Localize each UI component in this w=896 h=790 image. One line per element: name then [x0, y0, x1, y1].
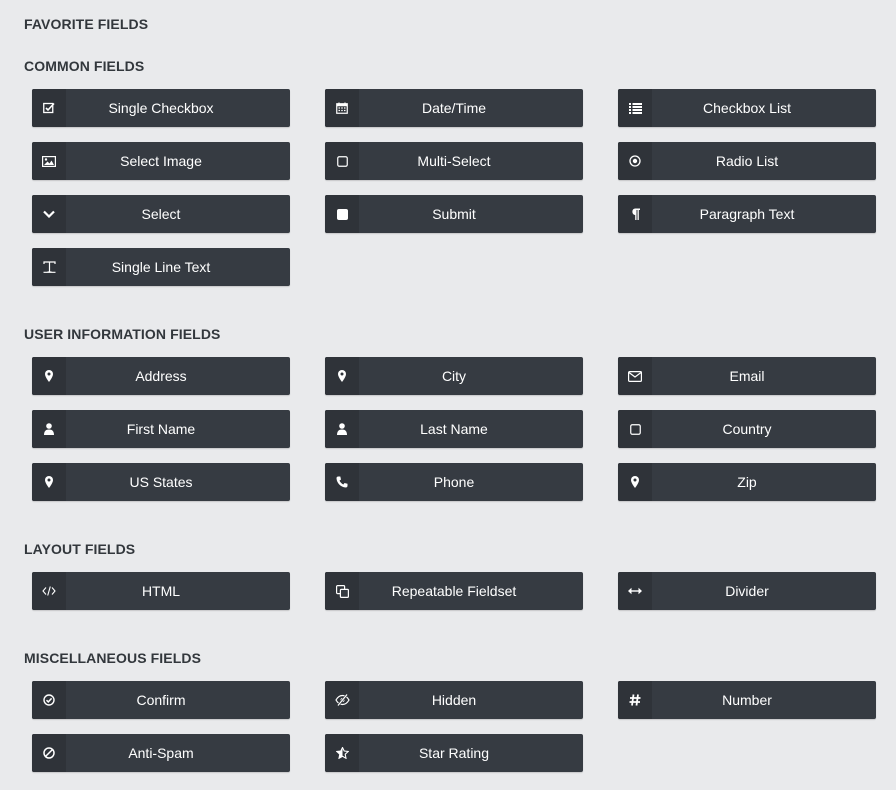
text-cursor-icon [32, 248, 66, 286]
field-button-city[interactable]: City [325, 357, 583, 395]
checkbox-checked-icon [32, 89, 66, 127]
eye-slash-icon [325, 681, 359, 719]
field-button-label: Country [722, 421, 772, 437]
field-button-phone[interactable]: Phone [325, 463, 583, 501]
section-title-common-fields: COMMON FIELDS [24, 58, 145, 74]
field-button-confirm[interactable]: Confirm [32, 681, 290, 719]
hash-icon [618, 681, 652, 719]
field-button-label: First Name [126, 421, 196, 437]
envelope-icon [618, 357, 652, 395]
field-button-address[interactable]: Address [32, 357, 290, 395]
field-button-star-rating[interactable]: Star Rating [325, 734, 583, 772]
field-button-multi-select[interactable]: Multi-Select [325, 142, 583, 180]
map-pin-icon [32, 357, 66, 395]
field-button-label: Confirm [136, 692, 186, 708]
field-button-country[interactable]: Country [618, 410, 876, 448]
square-outline-icon [325, 142, 359, 180]
field-button-label: Last Name [420, 421, 488, 437]
field-button-checkbox-list[interactable]: Checkbox List [618, 89, 876, 127]
map-pin-icon [618, 463, 652, 501]
check-circle-icon [32, 681, 66, 719]
field-button-label: Multi-Select [417, 153, 491, 169]
star-half-icon [325, 734, 359, 772]
field-button-last-name[interactable]: Last Name [325, 410, 583, 448]
field-button-label: Date/Time [421, 100, 487, 116]
field-button-label: Select [141, 206, 181, 222]
field-button-label: Single Checkbox [108, 100, 214, 116]
square-outline-icon [618, 410, 652, 448]
field-button-zip[interactable]: Zip [618, 463, 876, 501]
field-button-label: Star Rating [418, 745, 490, 761]
section-title-miscellaneous-fields: MISCELLANEOUS FIELDS [24, 650, 202, 666]
pilcrow-icon [618, 195, 652, 233]
field-button-single-checkbox[interactable]: Single Checkbox [32, 89, 290, 127]
calendar-icon [325, 89, 359, 127]
field-button-label: Anti-Spam [128, 745, 194, 761]
field-button-label: Repeatable Fieldset [391, 583, 517, 599]
field-button-label: Address [135, 368, 187, 384]
field-button-html[interactable]: HTML [32, 572, 290, 610]
list-icon [618, 89, 652, 127]
field-button-select-image[interactable]: Select Image [32, 142, 290, 180]
field-button-label: Divider [725, 583, 769, 599]
field-button-label: City [441, 368, 467, 384]
square-filled-icon [325, 195, 359, 233]
user-icon [32, 410, 66, 448]
chevron-down-icon [32, 195, 66, 233]
field-button-label: Paragraph Text [699, 206, 795, 222]
section-title-user-information-fields: USER INFORMATION FIELDS [24, 326, 221, 342]
user-icon [325, 410, 359, 448]
field-button-repeatable-fieldset[interactable]: Repeatable Fieldset [325, 572, 583, 610]
phone-icon [325, 463, 359, 501]
field-button-hidden[interactable]: Hidden [325, 681, 583, 719]
ban-icon [32, 734, 66, 772]
field-button-label: Select Image [120, 153, 202, 169]
field-button-label: Phone [433, 474, 475, 490]
map-pin-icon [32, 463, 66, 501]
field-button-divider[interactable]: Divider [618, 572, 876, 610]
field-button-select[interactable]: Select [32, 195, 290, 233]
field-button-label: Radio List [715, 153, 779, 169]
field-button-first-name[interactable]: First Name [32, 410, 290, 448]
field-button-label: US States [129, 474, 193, 490]
map-pin-icon [325, 357, 359, 395]
field-button-radio-list[interactable]: Radio List [618, 142, 876, 180]
field-button-label: Hidden [431, 692, 477, 708]
field-button-submit[interactable]: Submit [325, 195, 583, 233]
field-button-paragraph-text[interactable]: Paragraph Text [618, 195, 876, 233]
copy-icon [325, 572, 359, 610]
field-button-label: Number [722, 692, 772, 708]
field-button-date-time[interactable]: Date/Time [325, 89, 583, 127]
arrows-horizontal-icon [618, 572, 652, 610]
code-icon [32, 572, 66, 610]
field-button-label: Email [729, 368, 765, 384]
field-button-us-states[interactable]: US States [32, 463, 290, 501]
field-button-label: Single Line Text [111, 259, 211, 275]
field-button-anti-spam[interactable]: Anti-Spam [32, 734, 290, 772]
image-icon [32, 142, 66, 180]
section-title-layout-fields: LAYOUT FIELDS [24, 541, 136, 557]
field-button-email[interactable]: Email [618, 357, 876, 395]
radio-dot-icon [618, 142, 652, 180]
field-button-label: HTML [141, 583, 181, 599]
field-button-number[interactable]: Number [618, 681, 876, 719]
field-button-label: Zip [737, 474, 757, 490]
section-title-favorite-fields: FAVORITE FIELDS [24, 16, 149, 32]
field-button-label: Submit [432, 206, 476, 222]
field-button-single-line-text[interactable]: Single Line Text [32, 248, 290, 286]
field-button-label: Checkbox List [703, 100, 791, 116]
